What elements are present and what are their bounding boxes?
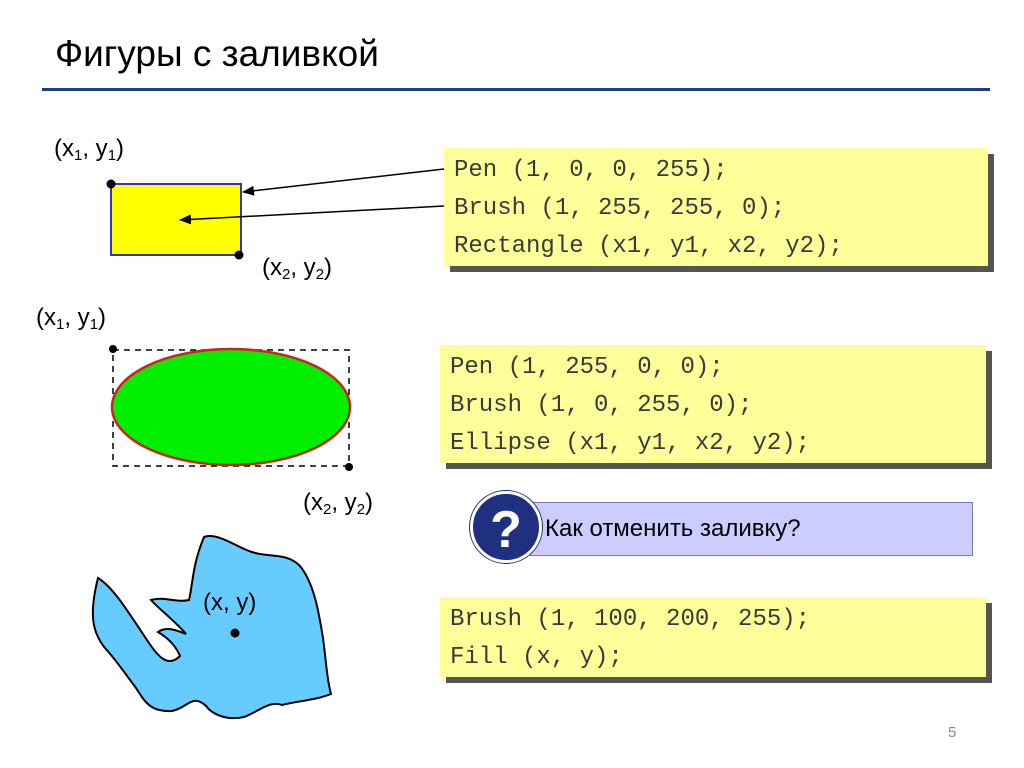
ellipse-bottom-right-label: (x2, y2) [303, 489, 374, 518]
code-line: Fill (x, y); [450, 644, 623, 671]
ellipse-top-left-label: (x1, y1) [36, 304, 107, 333]
brush-arrow [179, 205, 445, 225]
code-line: Pen (1, 0, 0, 255); [454, 157, 728, 184]
code-line: Brush (1, 100, 200, 255); [450, 606, 811, 633]
fill-seed-point [230, 628, 240, 638]
ellipse-bottom-right-point [345, 463, 353, 471]
rectangle-top-left-point [106, 179, 116, 189]
code-line: Rectangle (x1, y1, x2, y2); [454, 233, 843, 260]
question-icon: ? [470, 491, 542, 563]
ellipse-top-left-point [109, 345, 117, 353]
pen-arrow [242, 168, 445, 196]
question-text: Как отменить заливку? [545, 515, 801, 542]
ellipse-code-box: Pen (1, 255, 0, 0); Brush (1, 0, 255, 0)… [440, 345, 986, 463]
title-underline [42, 88, 990, 91]
page-number: 5 [948, 724, 957, 741]
rectangle-bottom-right-point [234, 250, 244, 260]
fill-code-box: Brush (1, 100, 200, 255); Fill (x, y); [440, 597, 986, 677]
fill-point-label: (x, y) [203, 589, 257, 616]
code-line: Ellipse (x1, y1, x2, y2); [450, 430, 811, 457]
code-line: Pen (1, 255, 0, 0); [450, 354, 724, 381]
rectangle-bottom-right-label: (x2, y2) [262, 254, 333, 283]
slide-title: Фигуры с заливкой [55, 33, 379, 74]
filled-ellipse [110, 347, 352, 467]
filled-rectangle [110, 183, 242, 256]
code-line: Brush (1, 255, 255, 0); [454, 195, 786, 222]
rectangle-code-box: Pen (1, 0, 0, 255); Brush (1, 255, 255, … [444, 148, 988, 266]
rectangle-top-left-label: (x1, y1) [54, 135, 125, 164]
filled-region [91, 535, 333, 720]
code-line: Brush (1, 0, 255, 0); [450, 392, 753, 419]
question-callout [530, 502, 973, 556]
